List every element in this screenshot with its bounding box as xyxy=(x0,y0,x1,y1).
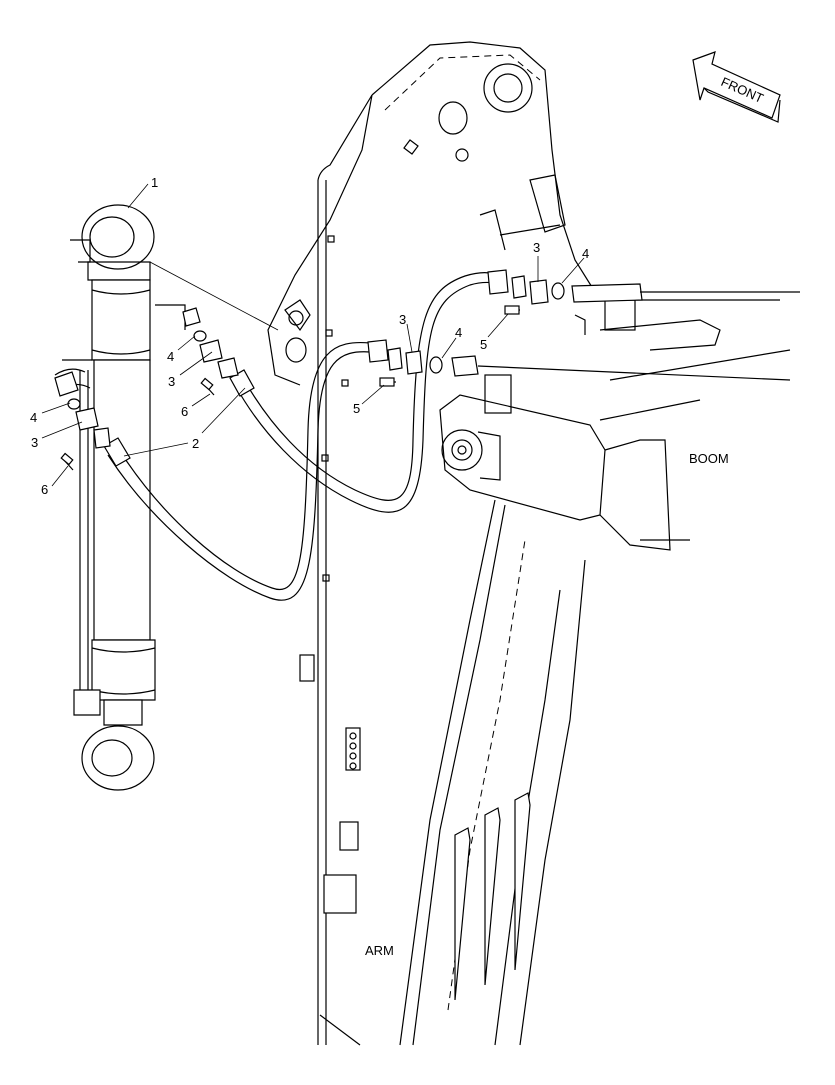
callout-3: 3 xyxy=(168,374,175,389)
callout-5: 5 xyxy=(480,337,487,352)
front-direction-arrow: FRONT xyxy=(692,51,781,123)
callout-3: 3 xyxy=(399,312,406,327)
callout-4: 4 xyxy=(582,246,589,261)
callout-1: 1 xyxy=(151,175,158,190)
callout-labels: 1 2 3 3 3 3 4 4 4 4 5 5 6 6 BOOM ARM xyxy=(30,175,729,958)
boom-structure xyxy=(267,41,791,551)
leader-lines xyxy=(41,183,585,487)
hydraulic-hoses xyxy=(103,269,509,601)
callout-6: 6 xyxy=(181,404,188,419)
boom-label: BOOM xyxy=(689,451,729,466)
hydraulic-cylinder xyxy=(54,204,186,791)
callout-3: 3 xyxy=(31,435,38,450)
callout-4: 4 xyxy=(167,349,174,364)
callout-2: 2 xyxy=(192,436,199,451)
arm-label: ARM xyxy=(365,943,394,958)
callout-6: 6 xyxy=(41,482,48,497)
callout-4: 4 xyxy=(455,325,462,340)
arm-structure xyxy=(299,94,586,1046)
callout-5: 5 xyxy=(353,401,360,416)
callout-3: 3 xyxy=(533,240,540,255)
callout-4: 4 xyxy=(30,410,37,425)
